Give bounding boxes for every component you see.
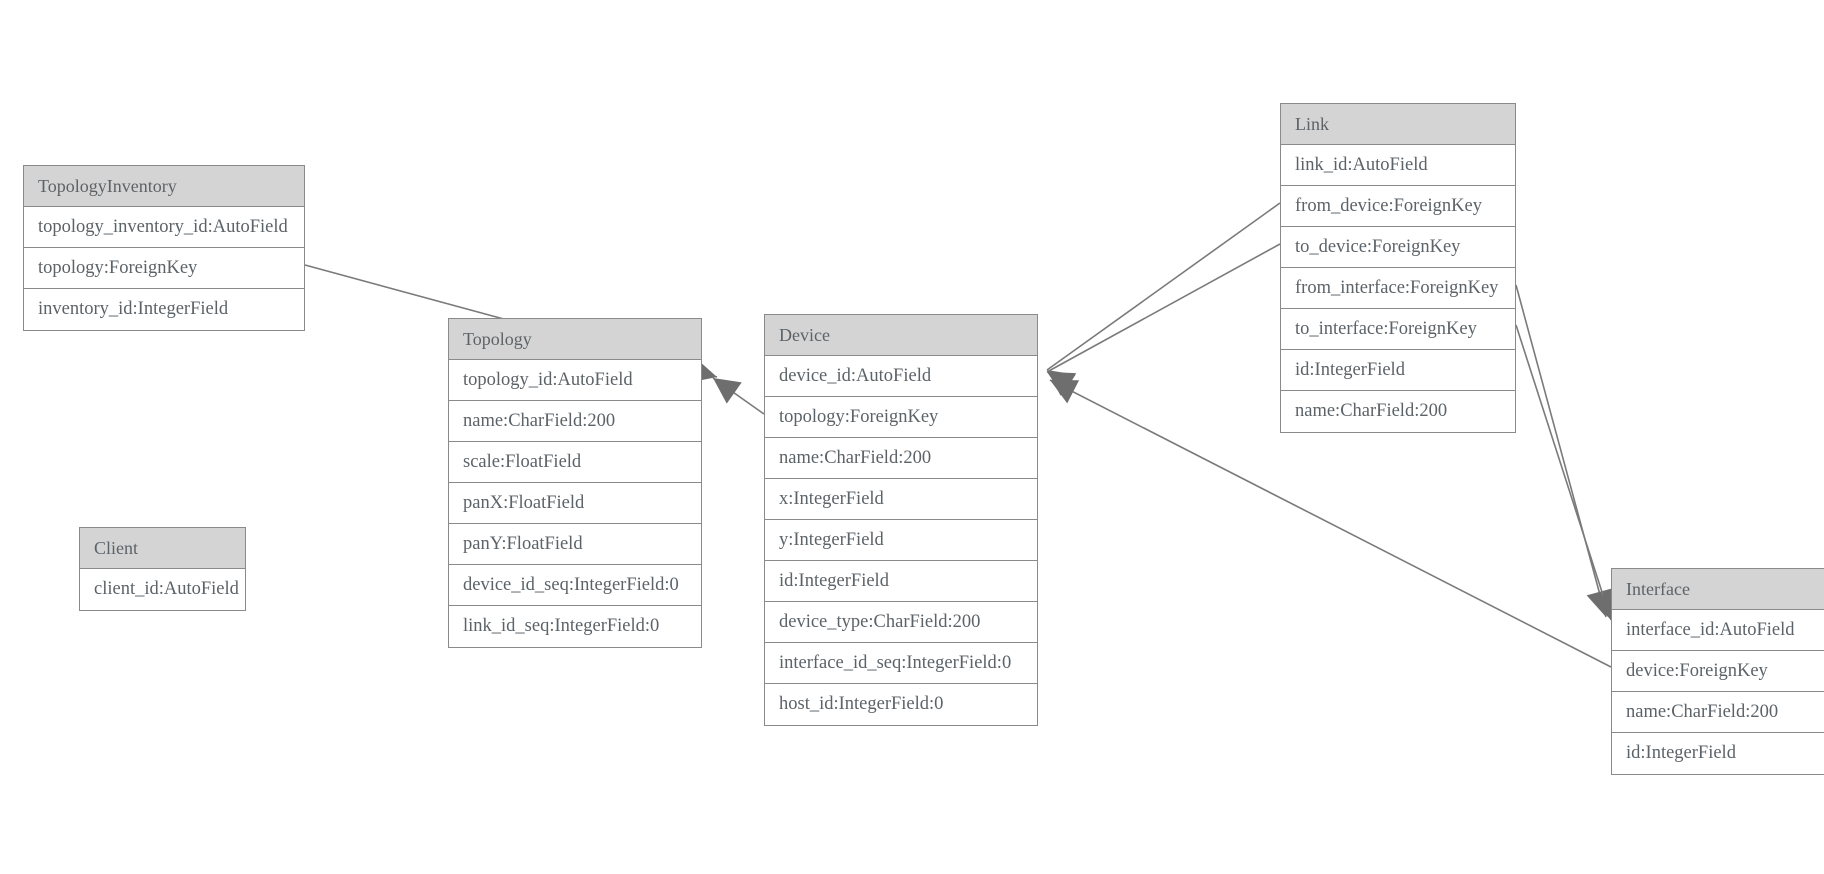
relationship-line bbox=[1515, 324, 1612, 621]
entity-field[interactable]: device:ForeignKey bbox=[1612, 651, 1824, 692]
entity-field[interactable]: name:CharField:200 bbox=[1612, 692, 1824, 733]
relationship-device-topology bbox=[712, 377, 765, 415]
relationship-link-to-device bbox=[1046, 243, 1281, 396]
relationship-arrowhead bbox=[713, 378, 742, 404]
entity-field[interactable]: device_id_seq:IntegerField:0 bbox=[449, 565, 701, 606]
entity-field[interactable]: scale:FloatField bbox=[449, 442, 701, 483]
entity-title-topology_inventory: TopologyInventory bbox=[24, 166, 304, 207]
relationship-line bbox=[1046, 202, 1281, 371]
relationship-link-from-device bbox=[1046, 202, 1281, 396]
entity-field[interactable]: from_device:ForeignKey bbox=[1281, 186, 1515, 227]
relationship-link-to-interface bbox=[1515, 324, 1616, 621]
relationship-link-from-interface bbox=[1515, 284, 1612, 618]
entity-field[interactable]: name:CharField:200 bbox=[1295, 401, 1448, 421]
relationship-arrowhead bbox=[1047, 372, 1077, 396]
entity-field[interactable]: interface_id:AutoField bbox=[1612, 610, 1824, 651]
entity-field[interactable]: device_type:CharField:200 bbox=[765, 602, 1037, 643]
entity-field[interactable]: topology_id:AutoField bbox=[449, 360, 701, 401]
entity-title-interface: Interface bbox=[1612, 569, 1824, 610]
relationship-line bbox=[1046, 243, 1281, 373]
entity-client[interactable]: Client client_id:AutoField bbox=[79, 527, 246, 611]
entity-field[interactable]: y:IntegerField bbox=[765, 520, 1037, 561]
entity-field[interactable]: id:IntegerField bbox=[765, 561, 1037, 602]
relationship-line bbox=[712, 377, 765, 415]
entity-field[interactable]: panY:FloatField bbox=[449, 524, 701, 565]
entity-title-device: Device bbox=[765, 315, 1037, 356]
relationship-arrowhead bbox=[1047, 370, 1076, 396]
entity-field[interactable]: interface_id_seq:IntegerField:0 bbox=[765, 643, 1037, 684]
entity-field[interactable]: to_device:ForeignKey bbox=[1281, 227, 1515, 268]
entity-field[interactable]: link_id:AutoField bbox=[1281, 145, 1515, 186]
entity-field[interactable]: device_id:AutoField bbox=[765, 356, 1037, 397]
entity-title-topology: Topology bbox=[449, 319, 701, 360]
entity-field[interactable]: x:IntegerField bbox=[765, 479, 1037, 520]
relationship-line bbox=[1515, 284, 1607, 618]
relationship-arrowhead bbox=[1050, 380, 1080, 404]
entity-field[interactable]: panX:FloatField bbox=[449, 483, 701, 524]
entity-field[interactable]: name:CharField:200 bbox=[765, 438, 1037, 479]
entity-field[interactable]: id:IntegerField bbox=[1626, 743, 1736, 763]
entity-title-link: Link bbox=[1281, 104, 1515, 145]
entity-title-client: Client bbox=[80, 528, 245, 569]
entity-field[interactable]: to_interface:ForeignKey bbox=[1281, 309, 1515, 350]
entity-field[interactable]: topology:ForeignKey bbox=[765, 397, 1037, 438]
entity-field[interactable]: topology:ForeignKey bbox=[24, 248, 304, 289]
entity-field[interactable]: link_id_seq:IntegerField:0 bbox=[463, 616, 660, 636]
entity-field[interactable]: topology_inventory_id:AutoField bbox=[24, 207, 304, 248]
entity-field[interactable]: name:CharField:200 bbox=[449, 401, 701, 442]
entity-field[interactable]: id:IntegerField bbox=[1281, 350, 1515, 391]
entity-field[interactable]: client_id:AutoField bbox=[94, 579, 239, 599]
entity-field[interactable]: from_interface:ForeignKey bbox=[1281, 268, 1515, 309]
entity-field[interactable]: host_id:IntegerField:0 bbox=[779, 694, 944, 714]
entity-field[interactable]: inventory_id:IntegerField bbox=[38, 299, 229, 319]
